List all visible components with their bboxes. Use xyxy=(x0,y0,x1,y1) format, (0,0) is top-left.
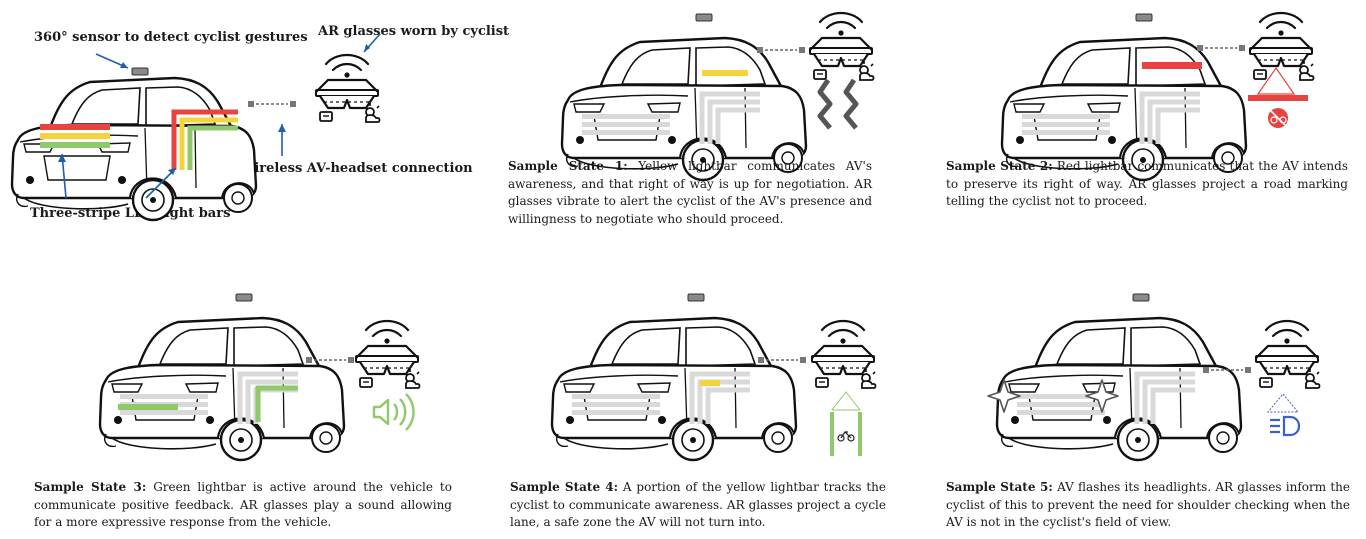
sensor-label: 360° sensor to detect cyclist gestures xyxy=(34,30,308,45)
state-4-caption: Sample State 4: A portion of the yellow … xyxy=(510,479,886,532)
state-1-title: Sample State 1: xyxy=(508,159,628,173)
state-2-title: Sample State 2: xyxy=(946,159,1053,173)
car-icon xyxy=(550,316,798,462)
warning-triangle-icon xyxy=(1248,66,1308,101)
state-2-caption: Sample State 2: Red lightbar communicate… xyxy=(946,158,1348,211)
car-icon xyxy=(98,316,346,462)
state-4-text: A portion of the yellow lightbar tracks … xyxy=(510,480,886,529)
bicycle-lane-icon xyxy=(830,391,862,456)
state-1-caption: Sample State 1: Yellow lightbar communic… xyxy=(508,158,872,228)
state-5-title: Sample State 5: xyxy=(946,480,1053,494)
state-3-title: Sample State 3: xyxy=(34,480,147,494)
state-5-text: AV flashes its headlights. AR glasses in… xyxy=(946,480,1350,529)
state-5-caption: Sample State 5: AV flashes its headlight… xyxy=(946,479,1350,532)
car-icon xyxy=(560,36,808,182)
state-1-text: Yellow lightbar communicates AV's awaren… xyxy=(508,159,872,226)
car-icon xyxy=(10,76,258,222)
state-2-text: Red lightbar communicates that the AV in… xyxy=(946,159,1348,208)
headlight-icon xyxy=(1266,393,1301,437)
speaker-icon xyxy=(372,393,415,431)
no-bicycle-icon xyxy=(1268,108,1288,128)
overview-diagram xyxy=(10,33,381,222)
lightbars-label: Three-stripe LED light bars xyxy=(30,206,231,221)
state-4-title: Sample State 4: xyxy=(510,480,619,494)
vibration-icon xyxy=(817,78,859,130)
ar-glasses-icon xyxy=(1254,319,1321,390)
wireless-label: Wireless AV-headset connection xyxy=(240,161,473,176)
glasses-label: AR glasses worn by cyclist xyxy=(318,24,510,39)
car-icon xyxy=(995,316,1243,462)
state-3-caption: Sample State 3: Green lightbar is active… xyxy=(34,479,452,532)
state-3-text: Green lightbar is active around the vehi… xyxy=(34,480,452,529)
flash-icon xyxy=(987,379,1119,413)
car-icon xyxy=(1000,36,1248,182)
